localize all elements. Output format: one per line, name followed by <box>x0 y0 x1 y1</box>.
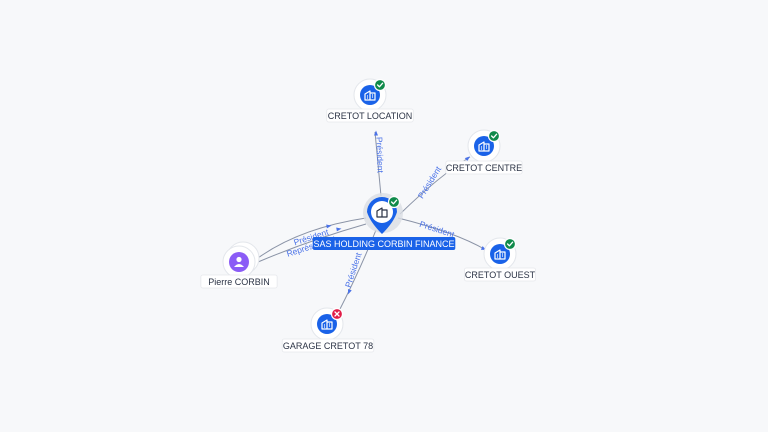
node-label-text: CRETOT OUEST <box>465 270 536 280</box>
nodes-layer: CRETOT LOCATION CRETOT CENTRE CRETOT OUEST… <box>200 78 536 353</box>
center-node[interactable]: SAS HOLDING CORBIN FINANCE <box>312 193 456 250</box>
edge-label: Président <box>418 219 456 240</box>
building-icon <box>364 90 376 101</box>
node-label-text: CRETOT LOCATION <box>328 111 413 121</box>
node-location[interactable]: CRETOT LOCATION <box>326 78 414 123</box>
edge-arrow-icon <box>336 227 342 232</box>
person-icon <box>234 256 244 267</box>
edge-label: Président <box>343 251 364 289</box>
edge-arrow-icon <box>464 156 470 162</box>
edge-arrow-icon <box>374 130 378 136</box>
center-node-label[interactable]: SAS HOLDING CORBIN FINANCE <box>312 237 456 250</box>
node-centre[interactable]: CRETOT CENTRE <box>445 129 523 175</box>
node-pierre[interactable]: Pierre CORBIN <box>200 241 278 289</box>
edge-location: Président <box>374 130 386 197</box>
edge-arrow-icon <box>326 224 332 229</box>
node-ouest[interactable]: CRETOT OUEST <box>463 237 536 282</box>
edge-line <box>397 217 487 251</box>
node-label[interactable]: Pierre CORBIN <box>200 274 278 289</box>
check-badge-icon <box>387 195 401 209</box>
building-icon <box>376 207 388 218</box>
check-badge-icon <box>503 237 517 251</box>
building-icon <box>494 249 506 260</box>
node-label-text: CRETOT CENTRE <box>446 163 522 173</box>
node-garage[interactable]: GARAGE CRETOT 78 <box>281 307 375 353</box>
edge-line <box>257 217 367 259</box>
check-badge-icon <box>373 78 387 92</box>
node-label-text: GARAGE CRETOT 78 <box>283 341 373 351</box>
check-badge-icon <box>487 129 501 143</box>
node-label-text: Pierre CORBIN <box>208 277 270 287</box>
node-label[interactable]: CRETOT CENTRE <box>445 160 523 175</box>
node-label[interactable]: CRETOT LOCATION <box>326 108 414 123</box>
edge-line <box>374 131 382 197</box>
building-icon <box>478 141 490 152</box>
edge-label: Président <box>416 164 444 200</box>
building-icon <box>321 319 333 330</box>
edge-line <box>257 223 367 263</box>
node-label[interactable]: CRETOT OUEST <box>463 267 536 282</box>
edge-label: Président <box>374 137 385 174</box>
cross-badge-icon <box>330 307 344 321</box>
node-label[interactable]: GARAGE CRETOT 78 <box>281 338 375 353</box>
edge-arrow-icon <box>347 288 352 295</box>
node-label-text: SAS HOLDING CORBIN FINANCE <box>313 239 454 249</box>
